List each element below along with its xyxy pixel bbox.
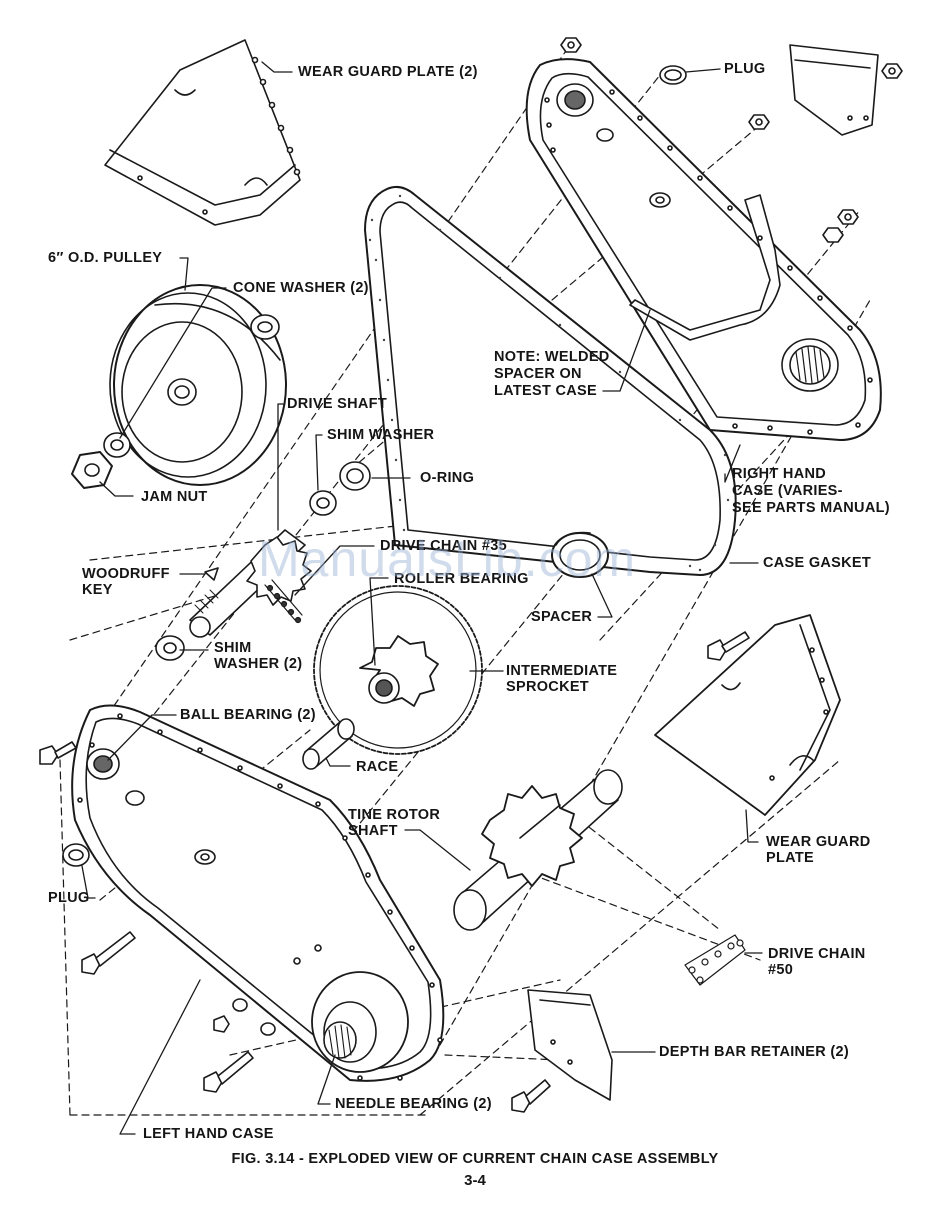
label-intermediate-line1: INTERMEDIATE	[506, 663, 618, 679]
cone-washers	[103, 314, 280, 458]
label-ball-bearing: BALL BEARING (2)	[180, 707, 316, 723]
drive-chain-35	[264, 579, 303, 624]
label-plug-top: PLUG	[724, 61, 766, 77]
jam-nut	[71, 451, 113, 489]
drive-chain-50	[684, 934, 746, 986]
right-hand-case	[525, 58, 882, 441]
plug-top	[659, 65, 687, 85]
label-race: RACE	[356, 759, 399, 775]
spacer-part	[551, 531, 609, 578]
wear-guard-plate-top-right	[789, 44, 879, 136]
left-hand-case	[71, 704, 445, 1082]
label-woodruff-line1: WOODRUFF	[82, 566, 170, 582]
label-wear-guard-line2: PLATE	[766, 850, 814, 866]
plug-left	[62, 843, 90, 867]
label-plug-left: PLUG	[48, 890, 90, 906]
label-shim-washer: SHIM WASHER	[327, 427, 435, 443]
label-right-case-line2: CASE (VARIES-	[732, 483, 843, 499]
label-needle-bearing: NEEDLE BEARING (2)	[335, 1096, 492, 1112]
drive-shaft	[189, 529, 312, 638]
shim-washer-and-o-ring	[309, 461, 371, 516]
label-drive-chain-50-line1: DRIVE CHAIN	[768, 946, 866, 962]
label-shim-washer-2-line1: SHIM	[214, 640, 252, 656]
page-number: 3-4	[464, 1172, 486, 1189]
label-spacer: SPACER	[531, 609, 593, 625]
label-drive-shaft: DRIVE SHAFT	[287, 396, 387, 412]
wear-guard-plate-top-left	[104, 39, 301, 226]
label-tine-rotor-line1: TINE ROTOR	[348, 807, 441, 823]
intermediate-sprocket	[313, 585, 483, 755]
label-tine-rotor-line2: SHAFT	[348, 823, 398, 839]
leader-lines	[81, 61, 763, 1135]
label-right-case-line1: RIGHT HAND	[732, 466, 827, 482]
pulley	[109, 284, 287, 486]
label-woodruff-line2: KEY	[82, 582, 113, 598]
wear-guard-plate-right	[654, 614, 841, 816]
tine-rotor-shaft	[453, 769, 623, 931]
label-intermediate-line2: SPROCKET	[506, 679, 589, 695]
watermark: ManualsLib.com	[258, 531, 637, 587]
label-note-line1: NOTE: WELDED	[494, 349, 610, 365]
label-left-hand-case: LEFT HAND CASE	[143, 1126, 274, 1142]
label-wear-guard-line1: WEAR GUARD	[766, 834, 871, 850]
label-o-ring: O-RING	[420, 470, 475, 486]
label-note-line2: SPACER ON	[494, 366, 582, 382]
label-note-line3: LATEST CASE	[494, 383, 597, 399]
figure-caption: FIG. 3.14 - EXPLODED VIEW OF CURRENT CHA…	[231, 1151, 719, 1167]
bolts	[39, 631, 750, 1113]
race-part	[302, 718, 355, 770]
label-shim-washer-2-line2: WASHER (2)	[214, 656, 303, 672]
label-depth-bar-retainer: DEPTH BAR RETAINER (2)	[659, 1044, 850, 1060]
label-drive-chain-35: DRIVE CHAIN #35	[380, 538, 507, 554]
label-drive-chain-50-line2: #50	[768, 962, 794, 978]
label-roller-bearing: ROLLER BEARING	[394, 571, 529, 587]
shim-washer-lower	[155, 635, 185, 661]
label-case-gasket: CASE GASKET	[763, 555, 872, 571]
label-pulley: 6″ O.D. PULLEY	[48, 250, 163, 266]
woodruff-key-part	[204, 567, 219, 581]
depth-bar-retainer	[527, 989, 613, 1101]
nuts-top	[560, 37, 903, 243]
label-jam-nut: JAM NUT	[141, 489, 208, 505]
label-right-case-line3: SEE PARTS MANUAL)	[732, 500, 890, 516]
label-wear-guard-plate-2: WEAR GUARD PLATE (2)	[298, 64, 478, 80]
case-gasket	[364, 185, 737, 576]
label-cone-washer: CONE WASHER (2)	[233, 280, 369, 296]
